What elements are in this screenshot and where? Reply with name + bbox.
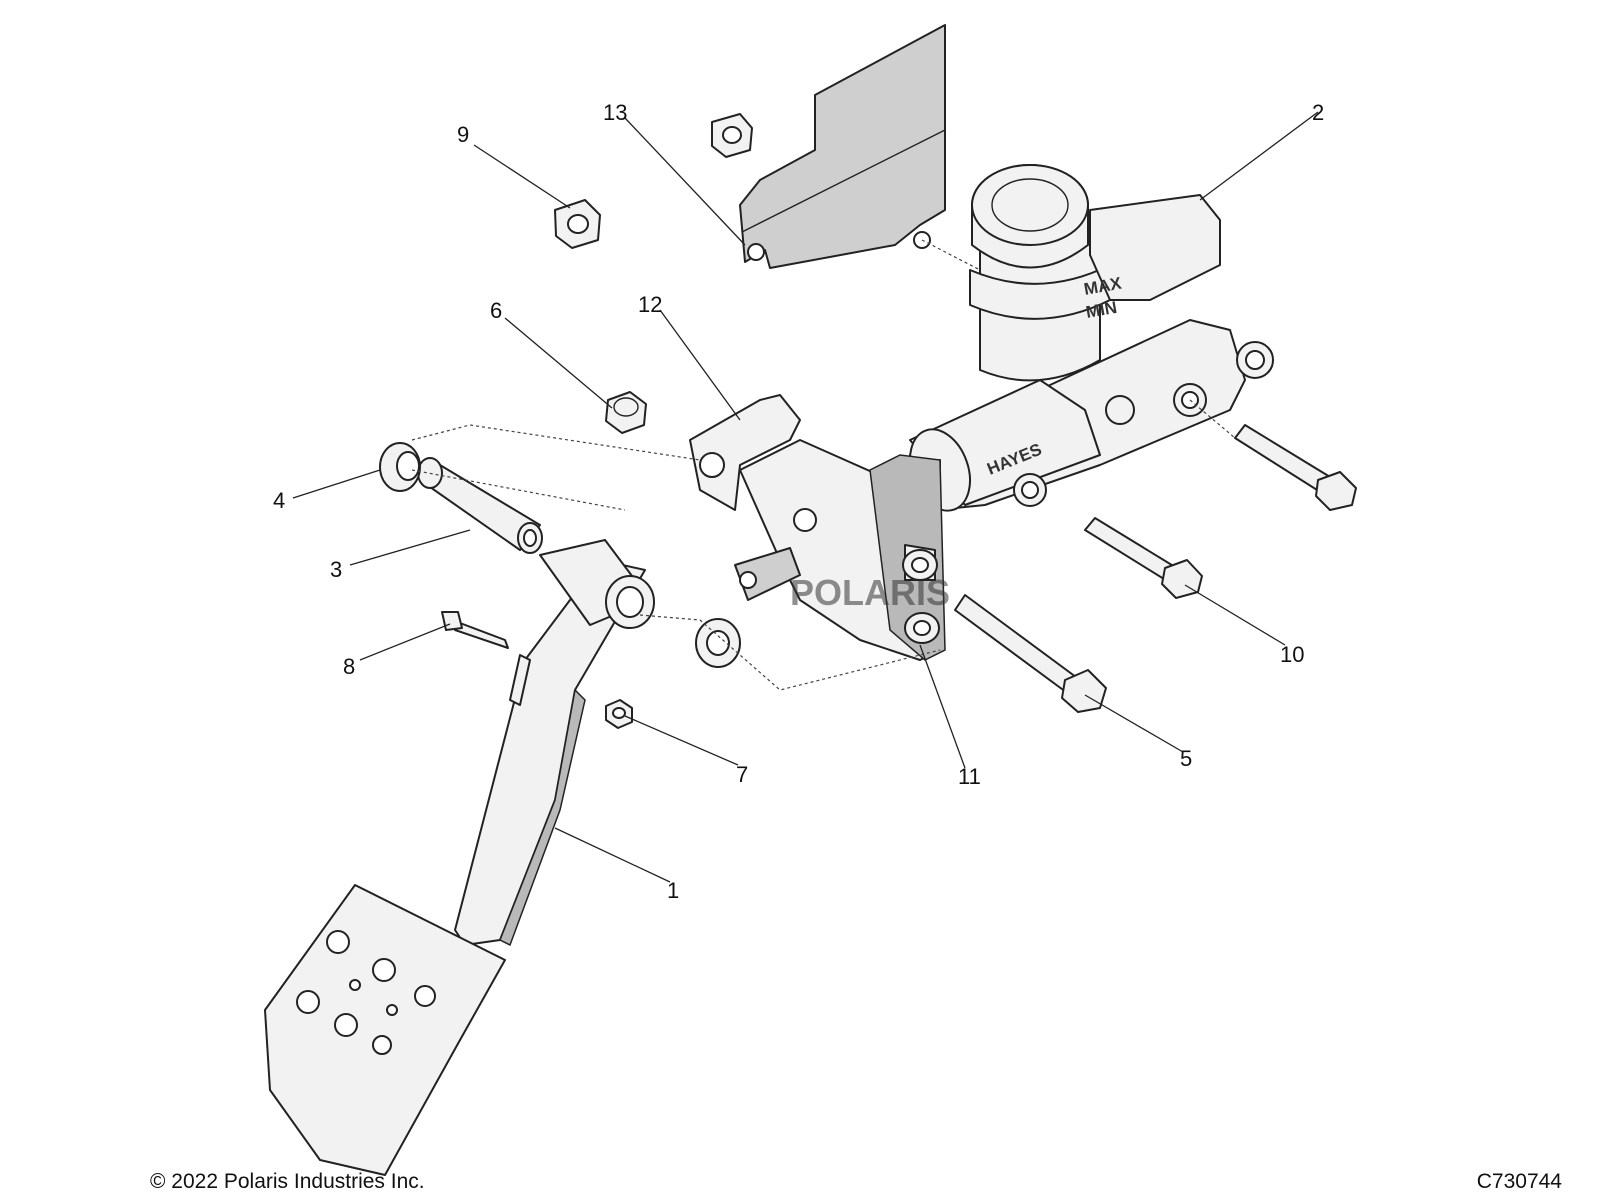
callout-11: 11	[958, 764, 981, 789]
heat-shield-part	[739, 24, 946, 269]
brake-pedal-part	[264, 539, 655, 1176]
callout-10: 10	[1280, 642, 1304, 667]
bushing-part	[379, 442, 421, 492]
drawing-number: C730744	[1476, 1170, 1562, 1193]
callout-labels: 1 2 3 4 5 6 7 8 9 10 11 12 13	[273, 100, 1324, 903]
bracket-spacer-part	[902, 544, 940, 644]
callout-1: 1	[667, 878, 679, 903]
lock-nut-part	[605, 391, 647, 434]
callout-6: 6	[490, 298, 502, 323]
reservoir-min-text: MIN	[1084, 298, 1118, 322]
pedal-bracket-part: POLARIS	[689, 394, 950, 661]
clevis-bolt-part	[441, 611, 509, 649]
pivot-tube-part	[417, 457, 543, 554]
washer-part	[695, 618, 741, 668]
master-cylinder-part: HAYES MAX MIN	[909, 164, 1274, 512]
callout-3: 3	[330, 557, 342, 582]
leader-lines	[292, 111, 1319, 883]
callout-9: 9	[457, 122, 469, 147]
nut-part	[605, 699, 633, 729]
pivot-bolt-part	[954, 594, 1107, 713]
callout-4: 4	[273, 488, 285, 513]
copyright-notice: © 2022 Polaris Industries Inc.	[150, 1170, 425, 1193]
callout-7: 7	[736, 762, 748, 787]
flange-nut-part	[554, 113, 753, 249]
callout-12: 12	[638, 292, 662, 317]
callout-5: 5	[1180, 746, 1192, 771]
callout-13: 13	[603, 100, 627, 125]
callout-8: 8	[343, 654, 355, 679]
assembly-lines	[411, 239, 1236, 691]
callout-2: 2	[1312, 100, 1324, 125]
